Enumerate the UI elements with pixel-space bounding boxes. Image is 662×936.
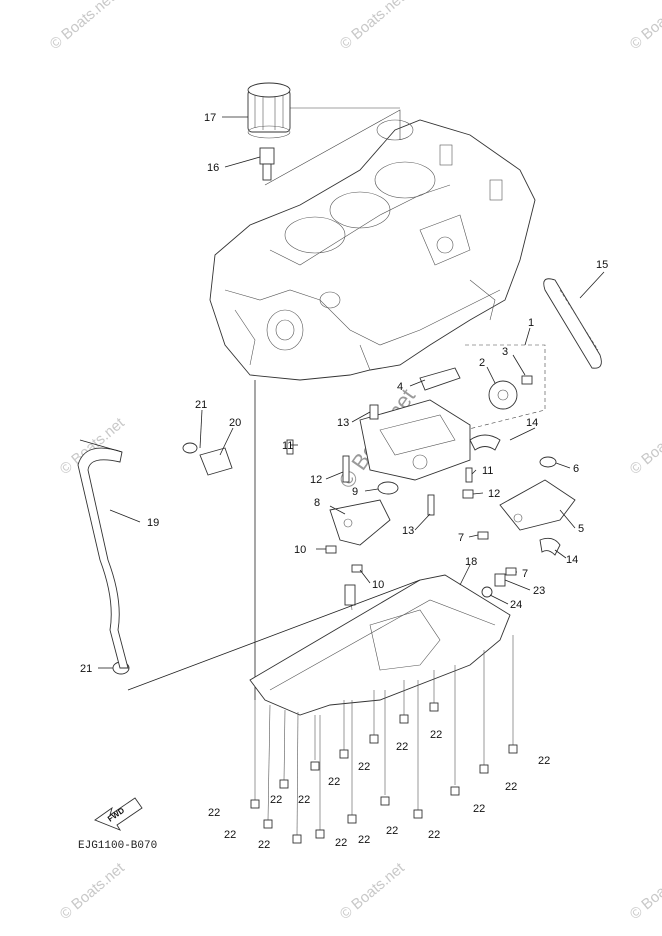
bolt [521,375,533,385]
callout-22: 22 [505,781,517,793]
bolt [477,531,489,540]
oil-strainer [329,499,391,546]
drive-chain [543,278,602,369]
callout-9: 9 [352,486,358,498]
callout-22: 22 [270,794,282,806]
bolt [427,494,435,516]
bolt [462,489,474,499]
seal [469,434,501,451]
hose-clamp [182,442,198,454]
o-ring [539,456,557,468]
callout-7: 7 [458,532,464,544]
gasket [419,367,461,391]
seal [539,537,561,556]
callout-10: 10 [372,579,384,591]
callout-13: 13 [402,525,414,537]
callout-12: 12 [488,488,500,500]
dowel-pin [286,439,294,455]
callout-5: 5 [578,523,584,535]
bolt [351,564,363,573]
callout-22: 22 [538,755,550,767]
callout-22: 22 [298,794,310,806]
callout-12: 12 [310,474,322,486]
oil-pan [249,574,511,716]
bolt [342,455,350,483]
dowel-pin [465,467,473,483]
watermark: © Boats.net [337,0,409,53]
callout-labels: 17 16 15 1 3 2 4 21 20 13 11 12 9 11 12 … [80,112,608,851]
callout-4: 4 [397,381,403,393]
callout-24: 24 [510,599,522,611]
callout-22: 22 [473,803,485,815]
oil-pump [359,399,471,481]
callout-11: 11 [482,465,493,477]
breather-hose [77,447,129,669]
drain-bolt [494,573,506,587]
callout-22: 22 [358,834,370,846]
callout-17: 17 [204,112,216,124]
callout-3: 3 [502,346,508,358]
watermark: © Boats.net [57,859,129,923]
callout-23: 23 [533,585,545,597]
callout-21: 21 [195,399,207,411]
callout-18: 18 [465,556,477,568]
callout-22: 22 [208,807,220,819]
leader-lines [79,116,605,691]
callout-22: 22 [335,837,347,849]
o-ring [377,481,399,495]
callout-19: 19 [147,517,159,529]
callout-22: 22 [396,741,408,753]
callout-22: 22 [428,829,440,841]
callout-16: 16 [207,162,219,174]
callout-22: 22 [358,761,370,773]
callout-2: 2 [479,357,485,369]
watermark: © Boats.net [337,859,409,923]
bolt [369,404,379,420]
bolt [505,567,517,576]
crankcase-block [209,119,536,381]
hose-fitting [199,447,233,476]
callout-10: 10 [294,544,306,556]
pan-bolts [250,702,518,844]
gasket [481,586,493,598]
watermark: © Boats.net [627,859,662,923]
callout-22: 22 [258,839,270,851]
callout-22: 22 [430,729,442,741]
union-bolt [259,147,275,181]
callout-20: 20 [229,417,241,429]
watermarks: © Boats.net © Boats.net © Boats.net © Bo… [47,0,662,923]
callout-22: 22 [328,776,340,788]
oil-filter [247,82,291,139]
callout-7: 7 [522,568,528,580]
callout-6: 6 [573,463,579,475]
callout-22: 22 [224,829,236,841]
watermark: © Boats.net [47,0,119,53]
callout-13: 13 [337,417,349,429]
callout-14: 14 [566,554,578,566]
watermark: © Boats.net [627,0,662,53]
callout-1: 1 [528,317,534,329]
oil-strainer [499,479,576,531]
callout-22: 22 [386,825,398,837]
callout-8: 8 [314,497,320,509]
oil-pump-sprocket [488,380,518,410]
diagram-code: EJG1100-B070 [78,840,157,852]
callout-15: 15 [596,259,608,271]
watermark: © Boats.net [627,414,662,478]
callout-11: 11 [282,440,293,452]
watermark: © Boats.net [57,414,129,478]
callout-21: 21 [80,663,92,675]
fwd-arrow-icon: FWD [94,797,143,831]
bolt-droplines [254,635,514,836]
callout-14: 14 [526,417,538,429]
bolt [325,545,337,554]
